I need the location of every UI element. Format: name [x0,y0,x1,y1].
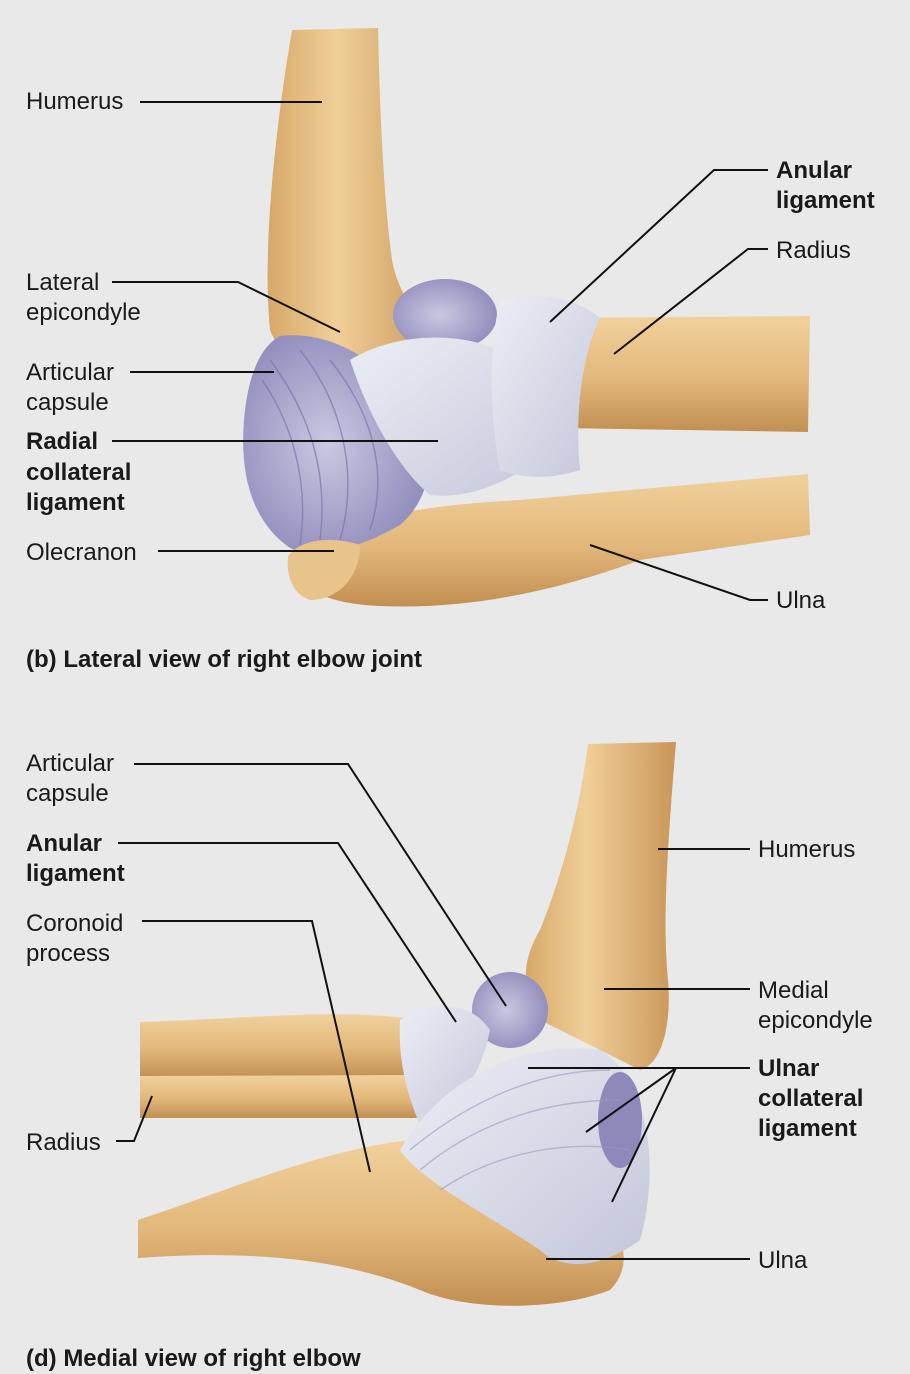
label-ulnar-collateral-line2: collateral [758,1085,864,1112]
ulnar-capsule-dark [598,1072,642,1168]
label-radial-collateral-line1: Radial [26,428,99,455]
anular-ligament-shape-d [399,1006,490,1125]
label-humerus-d: Humerus [758,836,856,863]
humerus-bone-d [525,742,676,1070]
capsule-d [472,972,548,1048]
radius-bone-d [140,1014,430,1078]
radius-lower-d [140,1075,420,1118]
label-humerus-b: Humerus [26,88,124,115]
label-radial-collateral-line3: ligament [26,489,125,516]
label-radial-collateral-line2: collateral [26,459,132,486]
anular-ligament-shape [491,296,600,477]
label-medial-epicondyle-line1: Medial [758,977,829,1004]
label-anular-ligament-b-line1: Anular [776,157,853,184]
caption-medial-view: (d) Medial view of right elbow [26,1345,361,1372]
ulnar-collateral-ligament-shape [400,1048,650,1264]
label-articular-capsule-b-line2: capsule [26,389,109,416]
label-ulnar-collateral-line3: ligament [758,1115,857,1142]
label-anular-ligament-d-line1: Anular [26,830,103,857]
label-lateral-epicondyle-line2: epicondyle [26,299,141,326]
label-anular-ligament-d-line2: ligament [26,860,125,887]
label-articular-capsule-d-line1: Articular [26,750,115,777]
radius-bone [560,316,810,432]
label-anular-ligament-b-line2: ligament [776,187,875,214]
ulna-bone [290,474,810,607]
label-ulnar-collateral-line1: Ulnar [758,1055,820,1082]
humerus-bone [267,28,440,388]
caption-lateral-view: (b) Lateral view of right elbow joint [26,646,423,673]
label-coronoid-process-line2: process [26,940,111,967]
label-articular-capsule-b-line1: Articular [26,359,115,386]
label-lateral-epicondyle-line1: Lateral [26,269,100,296]
lateral-view-drawing [243,28,810,607]
label-articular-capsule-d-line2: capsule [26,780,109,807]
label-radius-d: Radius [26,1129,101,1156]
label-ulna-b: Ulna [776,587,826,614]
olecranon-bone [287,539,360,600]
label-olecranon: Olecranon [26,539,137,566]
label-ulna-d: Ulna [758,1247,808,1274]
capsule-upper-b [393,279,497,351]
lateral-view-leaders [112,101,768,601]
label-coronoid-process-line1: Coronoid [26,910,124,937]
label-medial-epicondyle-line2: epicondyle [758,1007,873,1034]
medial-view-leaders [116,763,750,1260]
medial-view-drawing [138,742,676,1306]
label-radius-b: Radius [776,237,851,264]
